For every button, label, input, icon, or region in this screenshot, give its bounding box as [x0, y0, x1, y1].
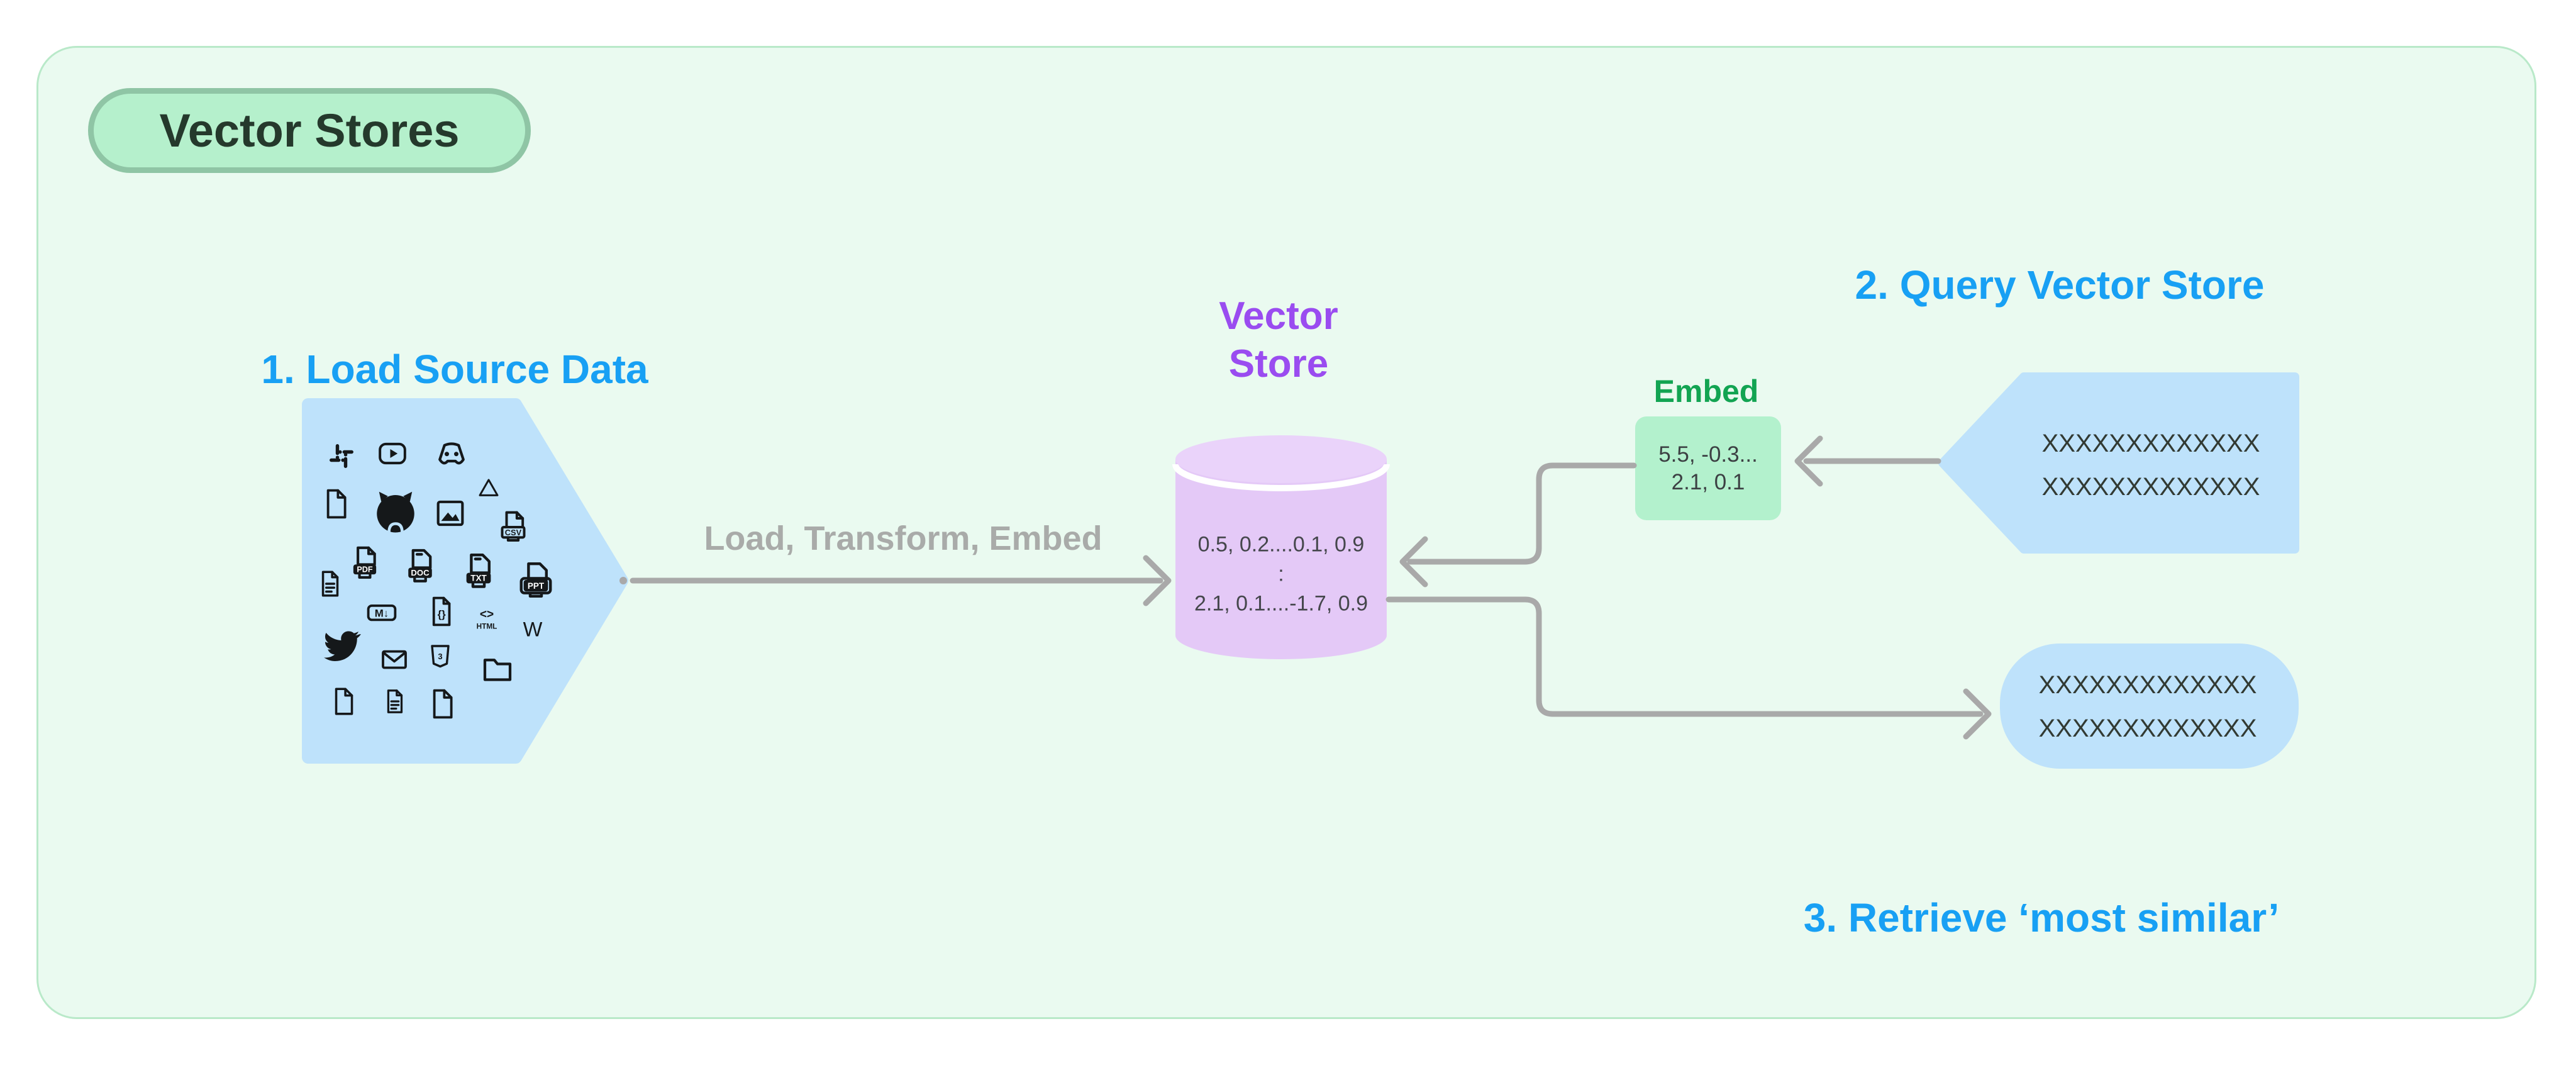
query-to-embed-connector [1794, 435, 1941, 487]
github-icon [369, 486, 422, 539]
embed-to-store-connector [1399, 462, 1637, 588]
vector-store-title-line: Store [1228, 342, 1329, 386]
query-placeholder-text: XXXXXXXXXXXXX XXXXXXXXXXXXX [2042, 422, 2260, 509]
txt-file-icon [459, 552, 498, 591]
query-shape [1938, 372, 2299, 554]
source-data-shape [302, 398, 628, 764]
file-icon [319, 487, 353, 521]
load-transform-embed-label: Load, Transform, Embed [704, 520, 1102, 557]
load-arrow [619, 555, 1172, 606]
doc-file-icon [401, 547, 439, 585]
result-placeholder-text: XXXXXXXXXXXXX XXXXXXXXXXXXX [2039, 664, 2257, 750]
embed-value-row: 5.5, -0.3... [1658, 442, 1758, 467]
csv-file-icon [496, 510, 531, 545]
mail-icon [377, 642, 411, 676]
result-text-row: XXXXXXXXXXXXX [2038, 671, 2257, 699]
image-icon [432, 495, 469, 532]
query-text-row: XXXXXXXXXXXXX [2041, 430, 2260, 457]
css3-icon [425, 641, 455, 671]
file-2-icon [328, 686, 359, 717]
section-label-retrieve-most-similar: 3. Retrieve ‘most similar’ [1803, 895, 2280, 940]
vector-stores-badge-label: Vector Stores [159, 104, 460, 157]
result-shape [2000, 644, 2299, 769]
section-label-query-vector-store: 2. Query Vector Store [1855, 262, 2265, 308]
embed-label: Embed [1653, 374, 1759, 409]
pdf-file-icon [347, 545, 383, 581]
twitter-icon [323, 627, 361, 664]
folder-icon [479, 650, 516, 688]
result-text-row: XXXXXXXXXXXXX [2038, 715, 2257, 742]
notes-file-icon [314, 568, 345, 599]
markdown-file-icon [365, 595, 399, 629]
wikipedia-icon [518, 615, 547, 644]
vector-store-cylinder [1172, 435, 1390, 659]
vector-stores-badge: Vector Stores [88, 88, 531, 173]
notes-file-2-icon [380, 687, 409, 716]
vector-store-value-row: 2.1, 0.1....-1.7, 0.9 [1194, 591, 1368, 616]
vector-store-value-row: 0.5, 0.2....0.1, 0.9 [1197, 532, 1365, 557]
embed-value-row: 2.1, 0.1 [1671, 470, 1745, 494]
file-3-icon [425, 687, 459, 721]
embed-box [1635, 416, 1781, 520]
section-label-load-source-data: 1. Load Source Data [261, 347, 648, 392]
ppt-file-icon [516, 560, 555, 599]
store-to-result-connector [1385, 596, 1992, 740]
youtube-icon [375, 436, 410, 471]
query-text-row: XXXXXXXXXXXXX [2041, 473, 2260, 501]
html-file-icon [470, 605, 504, 638]
vector-store-value-row: : [1278, 562, 1284, 586]
google-drive-icon [475, 475, 502, 501]
embed-values: 5.5, -0.3... 2.1, 0.1 [1658, 441, 1758, 496]
vector-store-title-line: Vector [1219, 294, 1338, 338]
discord-icon [433, 436, 470, 474]
vector-store-values: 0.5, 0.2....0.1, 0.9: 2.1, 0.1....-1.7, 0… [1194, 530, 1368, 619]
json-file-icon [424, 594, 458, 628]
slack-icon [325, 440, 358, 472]
